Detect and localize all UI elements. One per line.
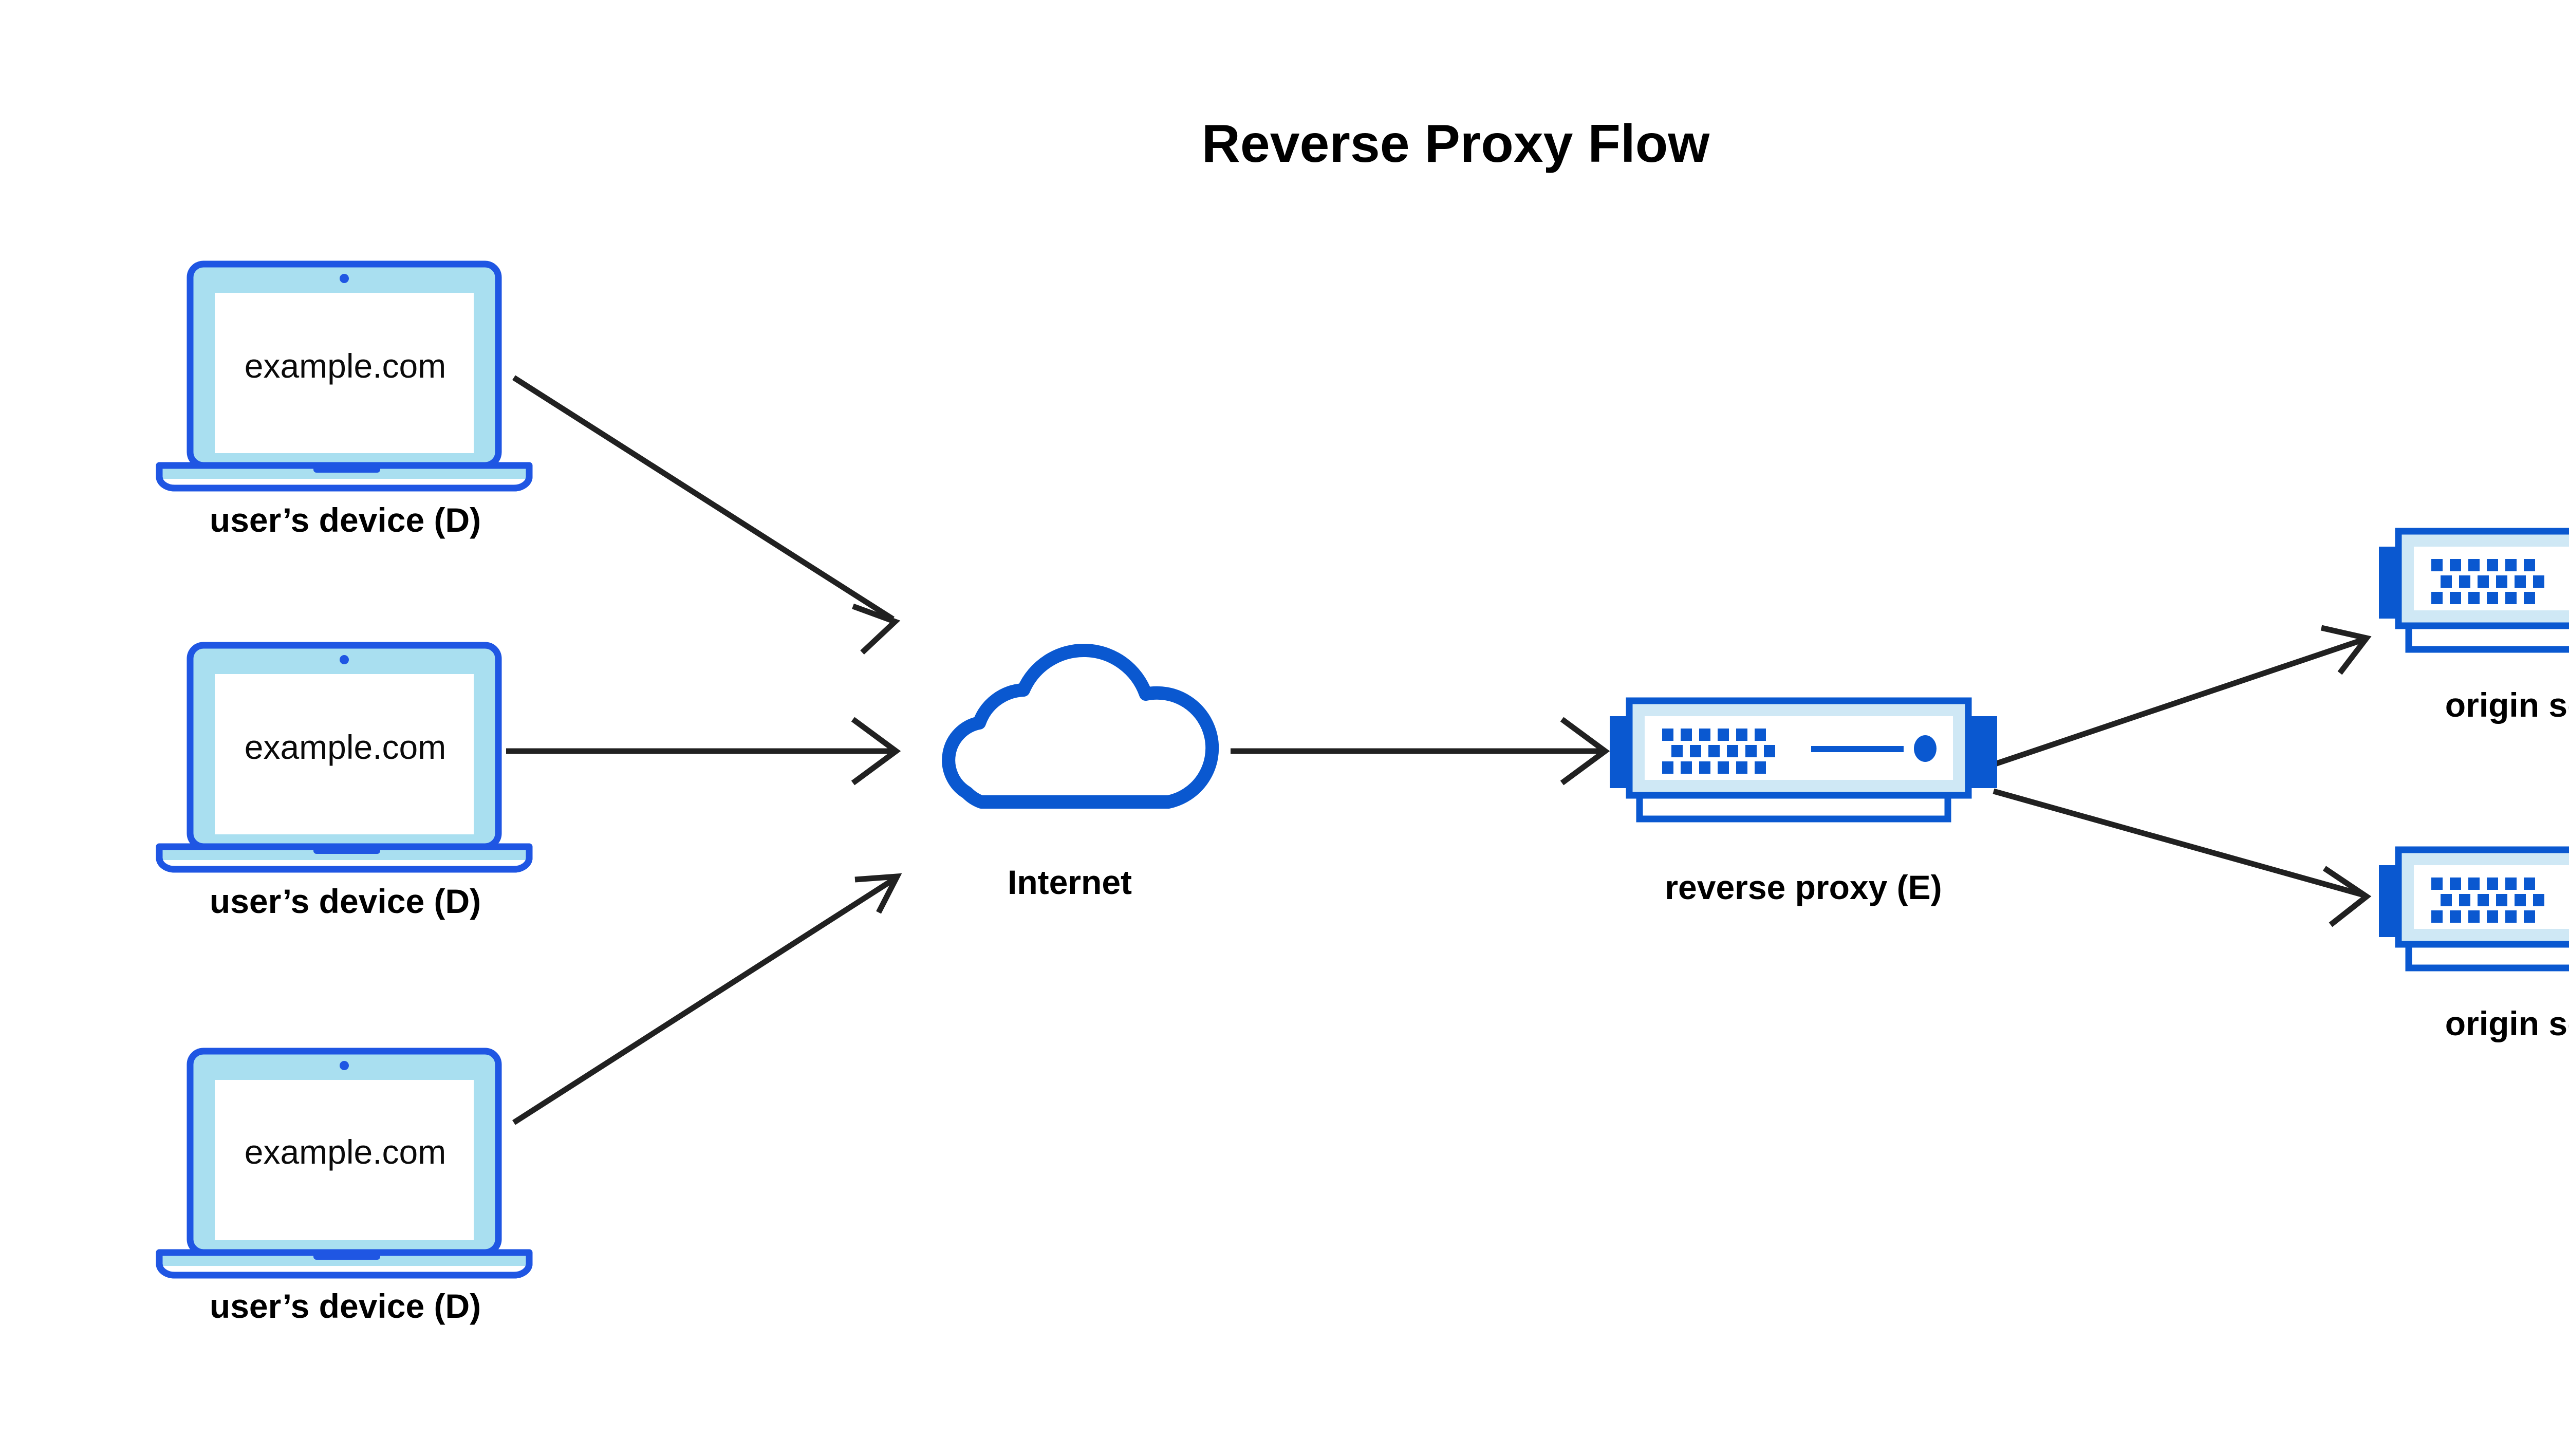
edge-device1-to-internet	[512, 375, 901, 655]
node-label-user-device-3: user’s device (D)	[210, 1287, 481, 1325]
node-user-device-2[interactable]: example.com user’s device (D)	[159, 645, 529, 920]
server-icon	[2379, 850, 2569, 968]
page-title: Reverse Proxy Flow	[1202, 114, 1710, 174]
node-label-internet: Internet	[1008, 863, 1132, 901]
device-screen-text: example.com	[245, 347, 446, 385]
device-screen-text: example.com	[245, 728, 446, 766]
cloud-icon	[948, 650, 1212, 802]
node-origin-server-2[interactable]: origin server (F)	[2379, 850, 2569, 1042]
device-screen-text: example.com	[245, 1133, 446, 1171]
node-internet[interactable]: Internet	[948, 650, 1212, 901]
node-origin-server-1[interactable]: origin server (F)	[2379, 531, 2569, 724]
node-label-user-device-1: user’s device (D)	[210, 501, 481, 539]
node-label-origin-server-2: origin server (F)	[2445, 1004, 2569, 1042]
server-icon	[1610, 701, 1997, 819]
node-label-reverse-proxy: reverse proxy (E)	[1665, 868, 1942, 906]
node-reverse-proxy[interactable]: reverse proxy (E)	[1610, 701, 1997, 906]
edge-device3-to-internet	[512, 873, 902, 1125]
edge-proxy-to-origin2	[1993, 788, 2372, 927]
node-label-origin-server-1: origin server (F)	[2445, 686, 2569, 724]
node-label-user-device-2: user’s device (D)	[210, 882, 481, 920]
server-icon	[2379, 531, 2569, 649]
edge-proxy-to-origin1	[1993, 625, 2372, 768]
node-user-device-1[interactable]: example.com user’s device (D)	[159, 264, 529, 539]
edges-layer	[506, 375, 2372, 1125]
edge-device2-to-internet	[506, 717, 901, 786]
node-user-device-3[interactable]: example.com user’s device (D)	[159, 1051, 529, 1325]
edge-internet-to-proxy	[1231, 717, 1610, 786]
